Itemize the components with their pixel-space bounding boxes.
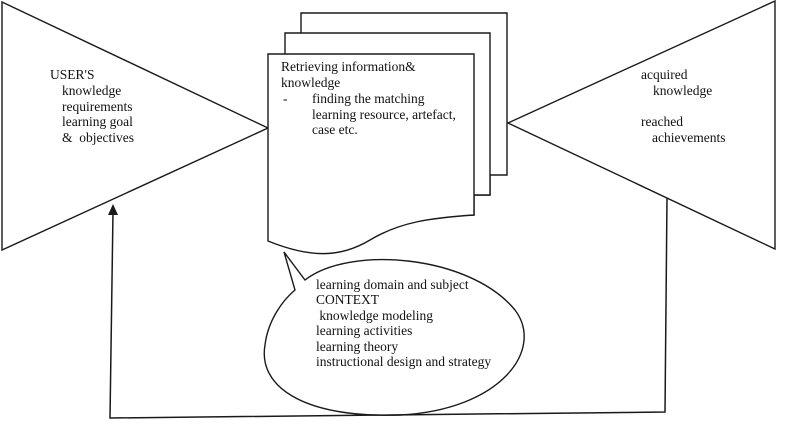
left-triangle-line: knowledge [62, 83, 122, 98]
left-triangle-line: requirements [62, 99, 133, 114]
document-bullet-line: learning resource, artefact, [312, 107, 456, 122]
right-triangle-item: acquired [641, 67, 688, 82]
context-callout [263, 251, 525, 416]
callout-line: learning theory [316, 339, 399, 354]
callout-line: instructional design and strategy [316, 354, 492, 369]
right-triangle [506, 0, 776, 251]
left-triangle-line: learning goal [62, 114, 133, 129]
left-triangle-title: USER'S [50, 67, 95, 82]
callout-line: CONTEXT [316, 292, 379, 307]
feedback-line [109, 197, 668, 419]
document-bullet-line: case etc. [312, 122, 358, 137]
right-triangle-subitem: achievements [652, 130, 726, 145]
document-title-line2: knowledge [281, 75, 341, 90]
left-triangle [1, 0, 270, 252]
document-bullet-line: finding the matching [312, 91, 425, 106]
right-triangle-subitem: knowledge [653, 83, 713, 98]
document-page-front [267, 53, 475, 255]
document-bullet: - [283, 91, 288, 106]
document-title: Retrieving information& [281, 59, 416, 74]
left-triangle-line: & objectives [62, 130, 134, 145]
callout-line: learning domain and subject [316, 277, 469, 292]
callout-line: learning activities [316, 323, 413, 338]
right-triangle-item: reached [641, 114, 683, 129]
callout-line: knowledge modeling [316, 308, 433, 323]
arrowhead-icon [108, 204, 118, 215]
